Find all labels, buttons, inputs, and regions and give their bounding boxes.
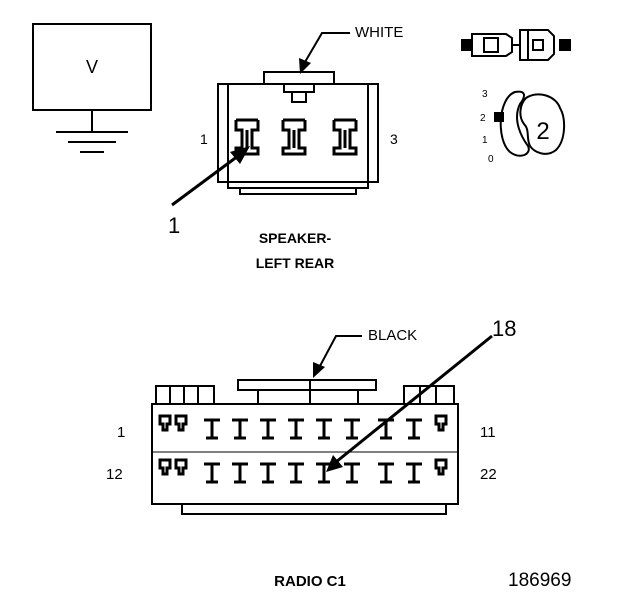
radio-pin-top-right: 11 (480, 424, 496, 441)
selector-position-1: 1 (482, 135, 488, 146)
speaker-terminal-1 (234, 118, 260, 156)
black-leader-arrowhead (313, 362, 325, 378)
speaker-pin-left: 1 (200, 131, 208, 147)
radio-callout-line (335, 334, 493, 464)
radio-cavity-1 (158, 414, 172, 432)
radio-cavity-16 (260, 462, 276, 484)
speaker-callout: 1 (168, 213, 180, 238)
radio-pin-bottom-right: 22 (480, 466, 497, 483)
speaker-title-line2: LEFT REAR (256, 255, 335, 271)
speaker-pin-right: 3 (390, 131, 398, 147)
radio-cavity-20 (378, 462, 394, 484)
radio-cavity-15 (232, 462, 248, 484)
radio-cavity-11 (434, 414, 448, 432)
terminal-probe-icon (461, 29, 571, 61)
radio-cavity-17 (288, 462, 304, 484)
radio-cavity-14 (204, 462, 220, 484)
radio-cavity-5 (260, 418, 276, 440)
radio-pin-top-left: 1 (117, 424, 125, 441)
radio-connector (151, 379, 459, 515)
selector-value: 2 (536, 118, 549, 145)
radio-cavity-12 (158, 458, 172, 476)
white-leader (304, 32, 350, 63)
speaker-title-line1: SPEAKER- (259, 230, 332, 246)
selector-position-0: 0 (488, 154, 494, 165)
radio-cavity-3 (204, 418, 220, 440)
radio-cavities-top (158, 414, 448, 440)
voltmeter-label: V (86, 57, 98, 77)
radio-callout: 18 (492, 316, 516, 341)
white-leader-arrowhead (299, 58, 311, 74)
speaker-callout-line (171, 154, 239, 207)
radio-callout-arrowhead (326, 455, 343, 472)
radio-color-label: BLACK (368, 327, 417, 344)
rotary-selector-icon (494, 90, 566, 157)
speaker-terminal-3 (332, 118, 358, 156)
selector-position-2: 2 (480, 113, 486, 124)
radio-cavity-22 (434, 458, 448, 476)
voltmeter-symbol (32, 23, 152, 153)
speaker-terminals (234, 118, 358, 156)
selector-position-3: 3 (482, 89, 488, 100)
speaker-callout-arrowhead (230, 146, 250, 164)
radio-pin-bottom-left: 12 (106, 466, 123, 483)
radio-cavity-19 (344, 462, 360, 484)
radio-cavity-8 (344, 418, 360, 440)
speaker-connector (217, 71, 379, 195)
radio-cavity-13 (174, 458, 188, 476)
radio-cavity-4 (232, 418, 248, 440)
radio-cavity-2 (174, 414, 188, 432)
speaker-terminal-2 (281, 118, 307, 156)
radio-cavity-10 (406, 418, 422, 440)
radio-cavity-7 (316, 418, 332, 440)
radio-title: RADIO C1 (274, 573, 346, 590)
speaker-color-label: WHITE (355, 24, 403, 41)
figure-number: 186969 (508, 570, 571, 591)
radio-cavity-21 (406, 462, 422, 484)
radio-cavities-bottom (158, 458, 448, 484)
black-leader (319, 335, 362, 367)
radio-cavity-6 (288, 418, 304, 440)
